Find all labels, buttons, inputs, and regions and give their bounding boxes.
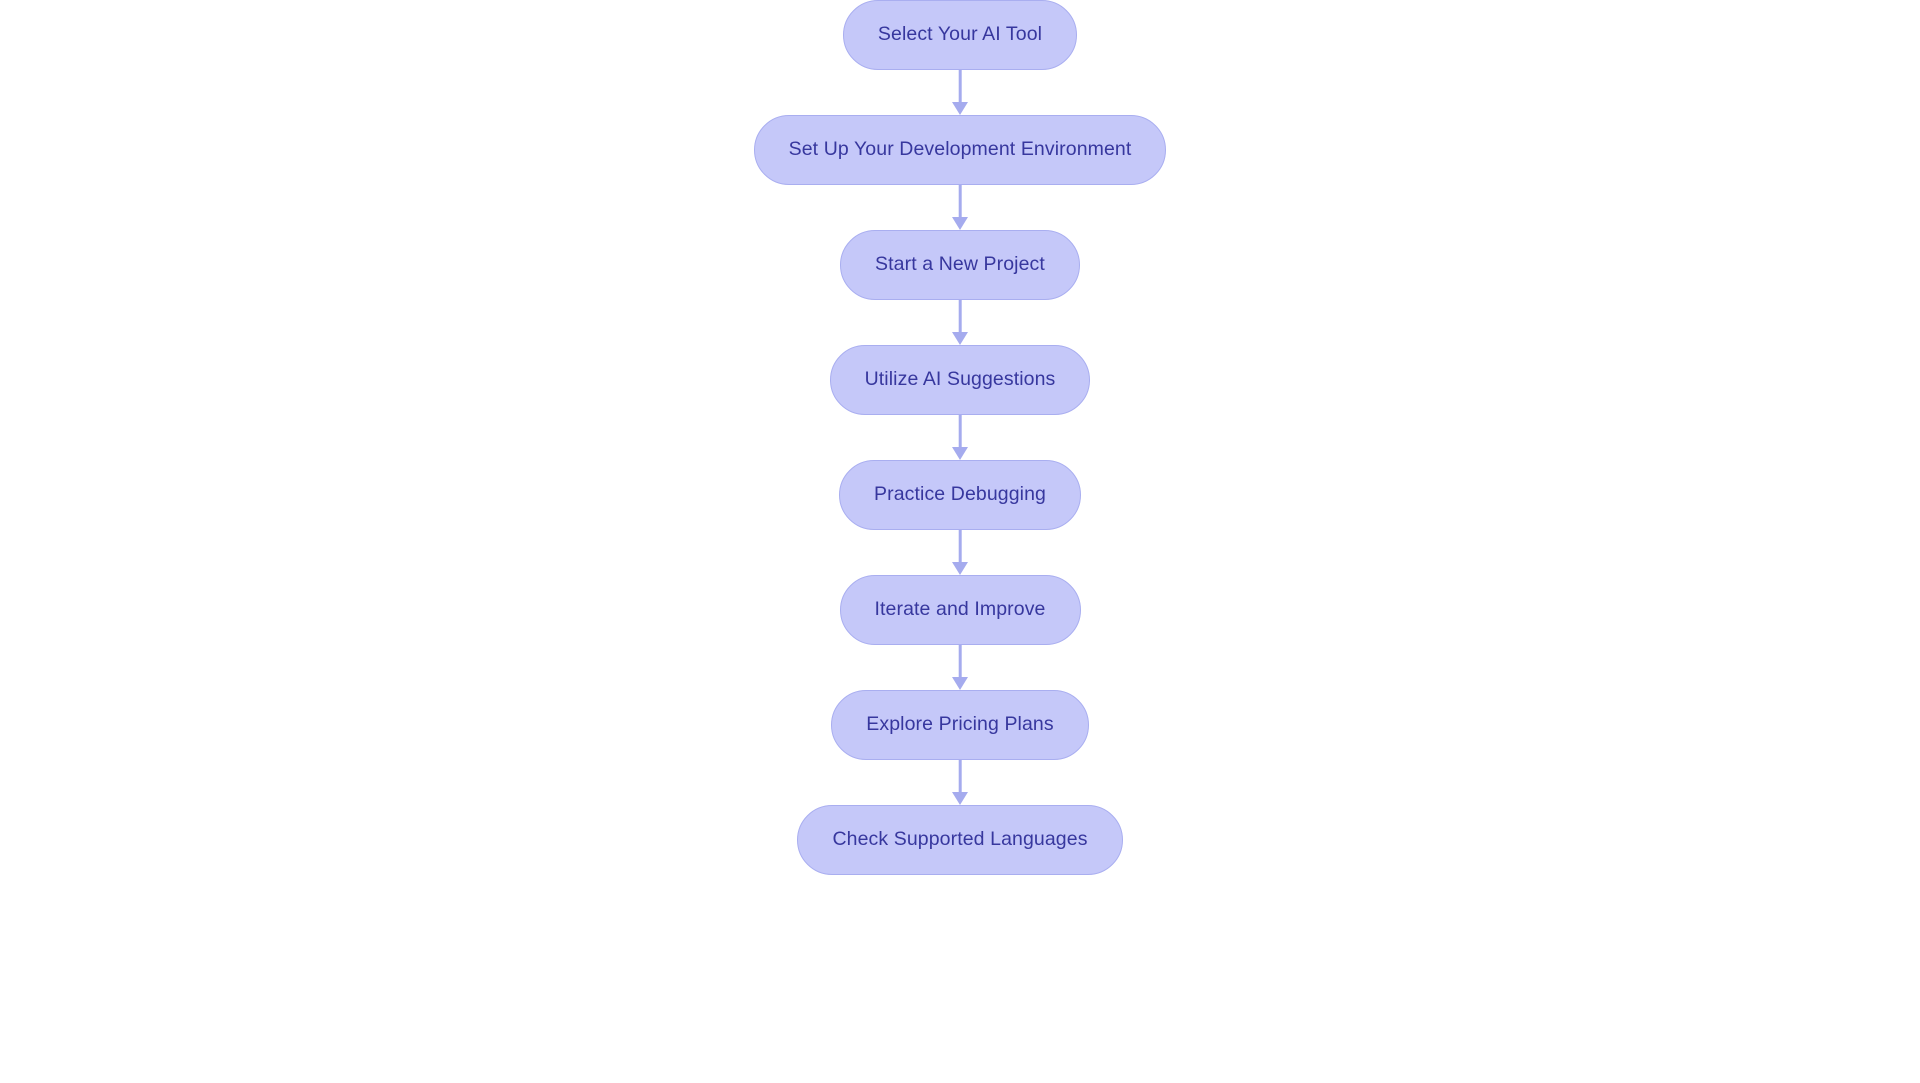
flow-node-explore-pricing-plans[interactable]: Explore Pricing Plans: [831, 690, 1089, 760]
flow-edge-arrow-4: [948, 415, 972, 460]
flow-node-iterate-and-improve[interactable]: Iterate and Improve: [839, 575, 1081, 645]
flow-node-start-a-new-project[interactable]: Start a New Project: [840, 230, 1080, 300]
edge-line-icon: [958, 300, 962, 334]
flow-edge-arrow-2: [948, 185, 972, 230]
flow-node-label: Practice Debugging: [874, 483, 1046, 506]
flow-edge-arrow-6: [948, 645, 972, 690]
arrow-down-icon: [952, 217, 968, 230]
arrow-down-icon: [952, 447, 968, 460]
arrow-down-icon: [952, 792, 968, 805]
flow-node-label: Check Supported Languages: [832, 828, 1088, 851]
flow-node-label: Explore Pricing Plans: [866, 713, 1054, 736]
edge-line-icon: [958, 415, 962, 449]
flow-node-label: Select Your AI Tool: [877, 23, 1043, 46]
flow-node-label: Set Up Your Development Environment: [788, 138, 1132, 161]
flow-node-check-supported-languages[interactable]: Check Supported Languages: [797, 805, 1123, 875]
flow-node-set-up-your-development-environment[interactable]: Set Up Your Development Environment: [753, 115, 1167, 185]
arrow-down-icon: [952, 562, 968, 575]
flow-edge-arrow-5: [948, 530, 972, 575]
edge-line-icon: [958, 185, 962, 219]
flow-node-label: Iterate and Improve: [874, 598, 1046, 621]
flow-edge-arrow-1: [948, 70, 972, 115]
edge-line-icon: [958, 70, 962, 104]
edge-line-icon: [958, 530, 962, 564]
edge-line-icon: [958, 760, 962, 794]
arrow-down-icon: [952, 677, 968, 690]
edge-line-icon: [958, 645, 962, 679]
arrow-down-icon: [952, 102, 968, 115]
flow-node-practice-debugging[interactable]: Practice Debugging: [839, 460, 1081, 530]
flow-node-label: Utilize AI Suggestions: [864, 368, 1056, 391]
flow-edge-arrow-7: [948, 760, 972, 805]
arrow-down-icon: [952, 332, 968, 345]
flow-node-label: Start a New Project: [875, 253, 1045, 276]
flow-edge-arrow-3: [948, 300, 972, 345]
flow-node-utilize-ai-suggestions[interactable]: Utilize AI Suggestions: [829, 345, 1091, 415]
flow-node-select-your-ai-tool[interactable]: Select Your AI Tool: [842, 0, 1078, 70]
